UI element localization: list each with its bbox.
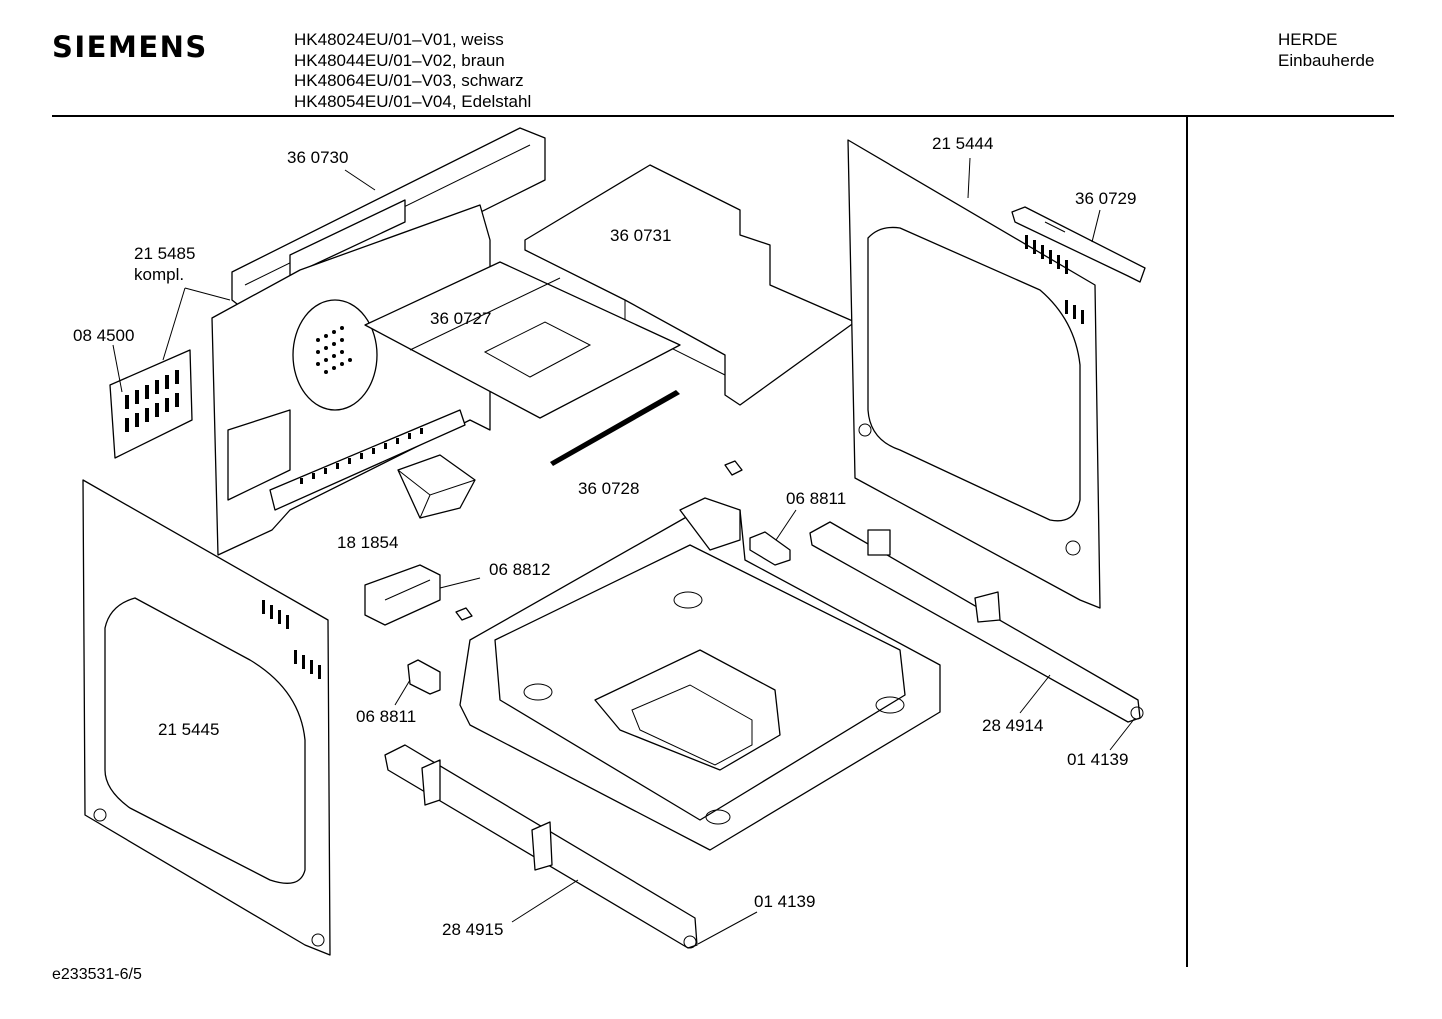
category-subtitle: Einbauherde [1278, 50, 1375, 70]
header-divider [52, 115, 1394, 117]
part-label: 28 4914 [982, 716, 1043, 735]
part-label: 36 0727 [430, 309, 491, 328]
model-line: HK48054EU/01–V04, Edelstahl [294, 91, 532, 111]
tray-part [364, 261, 681, 419]
part-label: 06 8812 [489, 560, 550, 579]
category: HERDE Einbauherde [1278, 30, 1374, 71]
document-id: e233531-6/5 [52, 966, 142, 983]
side-divider [1186, 117, 1188, 967]
right-rail-part [809, 521, 1144, 723]
bracket-part [364, 564, 441, 626]
leader-lines [112, 157, 1136, 945]
part-label: 21 5444 [932, 134, 993, 153]
part-label: 36 0728 [578, 479, 639, 498]
control-board-part [109, 349, 193, 459]
part-label: 06 8811 [356, 707, 416, 726]
part-label: 21 5445 [158, 720, 219, 739]
left-side-panel-part [82, 479, 331, 956]
part-label: 36 0731 [610, 226, 671, 245]
part-label: 28 4915 [442, 920, 503, 939]
right-side-panel-part [847, 139, 1101, 609]
model-line: HK48044EU/01–V02, braun [294, 50, 505, 70]
model-line: HK48024EU/01–V01, weiss [294, 30, 504, 49]
small-bracket-part [1011, 206, 1146, 283]
part-label: 01 4139 [1067, 750, 1128, 769]
part-label: 06 8811 [786, 489, 846, 508]
part-label: 18 1854 [337, 533, 398, 552]
clip-part [749, 531, 791, 566]
cover-box-part [397, 454, 476, 519]
part-label: 36 0729 [1075, 189, 1136, 208]
left-rail-part [384, 744, 698, 949]
clip-part [455, 607, 473, 621]
brand-logo: SIEMENS [52, 30, 208, 64]
part-label: 08 4500 [73, 326, 134, 345]
part-label: 01 4139 [754, 892, 815, 911]
model-line: HK48064EU/01–V03, schwarz [294, 71, 524, 90]
seal-strip-part [550, 390, 680, 466]
part-label: 21 5485 [134, 244, 195, 263]
clip-part [724, 460, 743, 476]
model-list: HK48024EU/01–V01, weiss HK48044EU/01–V02… [294, 30, 531, 112]
part-label: kompl. [134, 265, 184, 284]
back-wall-part [211, 204, 491, 556]
clip-part [407, 659, 441, 695]
bottom-pan-part [459, 497, 941, 851]
part-label: 36 0730 [287, 148, 348, 167]
category-title: HERDE [1278, 30, 1338, 49]
